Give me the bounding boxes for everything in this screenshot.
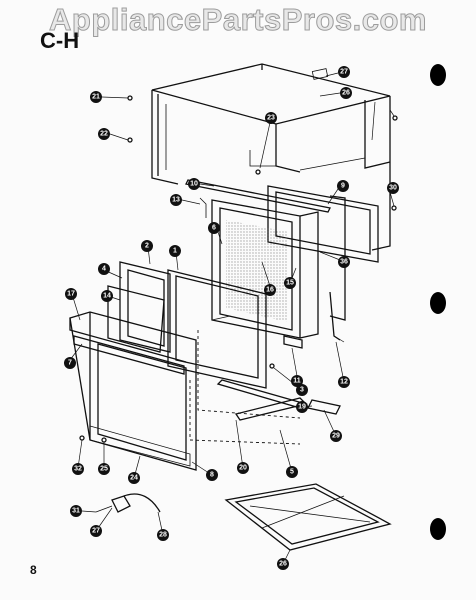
svg-text:22: 22: [100, 131, 108, 138]
callout-31: 31: [70, 505, 82, 517]
svg-text:5: 5: [290, 469, 294, 476]
svg-text:4: 4: [102, 266, 106, 273]
callout-9: 9: [337, 180, 349, 192]
callout-3: 3: [296, 384, 308, 396]
callout-28: 28: [157, 529, 169, 541]
svg-text:28: 28: [159, 532, 167, 539]
callout-17: 17: [65, 288, 77, 300]
callout-6-top: 6: [208, 222, 220, 234]
callout-22: 22: [98, 128, 110, 140]
inner-oven-liner: [211, 199, 319, 339]
svg-text:9: 9: [341, 183, 345, 190]
door-glass: [107, 261, 171, 353]
callout-23: 23: [265, 112, 277, 124]
callout-11: 11: [291, 375, 303, 387]
svg-text:12: 12: [340, 379, 348, 386]
binder-hole-top: [430, 64, 446, 86]
callout-30: 30: [387, 182, 399, 194]
inner-door-panel: [167, 269, 301, 445]
svg-text:10: 10: [190, 181, 198, 188]
callout-2: 2: [141, 240, 153, 252]
callout-8: 8: [206, 469, 218, 481]
callout-24: 24: [128, 472, 140, 484]
callout-15: 15: [284, 277, 296, 289]
callout-27-top: 27: [338, 66, 350, 78]
callout-12: 12: [338, 376, 350, 388]
svg-text:24: 24: [130, 475, 138, 482]
svg-text:2: 2: [145, 243, 149, 250]
svg-text:7: 7: [68, 360, 72, 367]
svg-text:31: 31: [72, 508, 80, 515]
broiler-pan: [224, 483, 392, 551]
binder-hole-bottom: [430, 518, 446, 540]
outer-door: [69, 311, 197, 471]
callout-20: 20: [237, 462, 249, 474]
callout-5: 5: [286, 466, 298, 478]
svg-text:30: 30: [389, 185, 397, 192]
svg-text:27: 27: [340, 69, 348, 76]
svg-text:17: 17: [67, 291, 75, 298]
svg-text:23: 23: [267, 115, 275, 122]
svg-text:25: 25: [100, 466, 108, 473]
svg-text:20: 20: [239, 465, 247, 472]
callout-26-bottom: 26: [277, 558, 289, 570]
hinge-and-wiring: [95, 493, 161, 513]
binder-hole-middle: [430, 292, 446, 314]
svg-text:3: 3: [300, 387, 304, 394]
callout-13: 13: [170, 194, 182, 206]
svg-text:36: 36: [340, 259, 348, 266]
svg-text:26: 26: [342, 90, 350, 97]
svg-text:26: 26: [279, 561, 287, 568]
callout-27-bottom: 27: [90, 525, 102, 537]
svg-text:32: 32: [74, 466, 82, 473]
callout-16: 16: [264, 284, 276, 296]
svg-text:1: 1: [173, 248, 177, 255]
callout-26-top: 26: [340, 87, 352, 99]
callout-29: 29: [330, 430, 342, 442]
callout-7: 7: [64, 357, 76, 369]
door-gasket: [185, 179, 331, 218]
callout-32: 32: [72, 463, 84, 475]
callout-21: 21: [90, 91, 102, 103]
page-number: 8: [30, 563, 37, 577]
svg-text:29: 29: [332, 433, 340, 440]
callout-1: 1: [169, 245, 181, 257]
callout-19: 19: [296, 401, 308, 413]
outer-cabinet-wrapper: [151, 63, 391, 251]
svg-text:13: 13: [172, 197, 180, 204]
svg-text:14: 14: [103, 293, 111, 300]
callout-10-top: 10: [188, 178, 200, 190]
callout-14: 14: [101, 290, 113, 302]
svg-text:27: 27: [92, 528, 100, 535]
svg-text:11: 11: [293, 378, 301, 385]
section-code: C-H: [40, 28, 80, 53]
svg-text:8: 8: [210, 472, 214, 479]
svg-text:21: 21: [92, 94, 100, 101]
svg-text:15: 15: [286, 280, 294, 287]
svg-text:19: 19: [298, 404, 306, 411]
svg-text:16: 16: [266, 287, 274, 294]
callout-36: 36: [338, 256, 350, 268]
watermark: AppliancePartsPros.com: [49, 2, 427, 38]
callout-25: 25: [98, 463, 110, 475]
callout-4: 4: [98, 263, 110, 275]
svg-text:6: 6: [212, 225, 216, 232]
